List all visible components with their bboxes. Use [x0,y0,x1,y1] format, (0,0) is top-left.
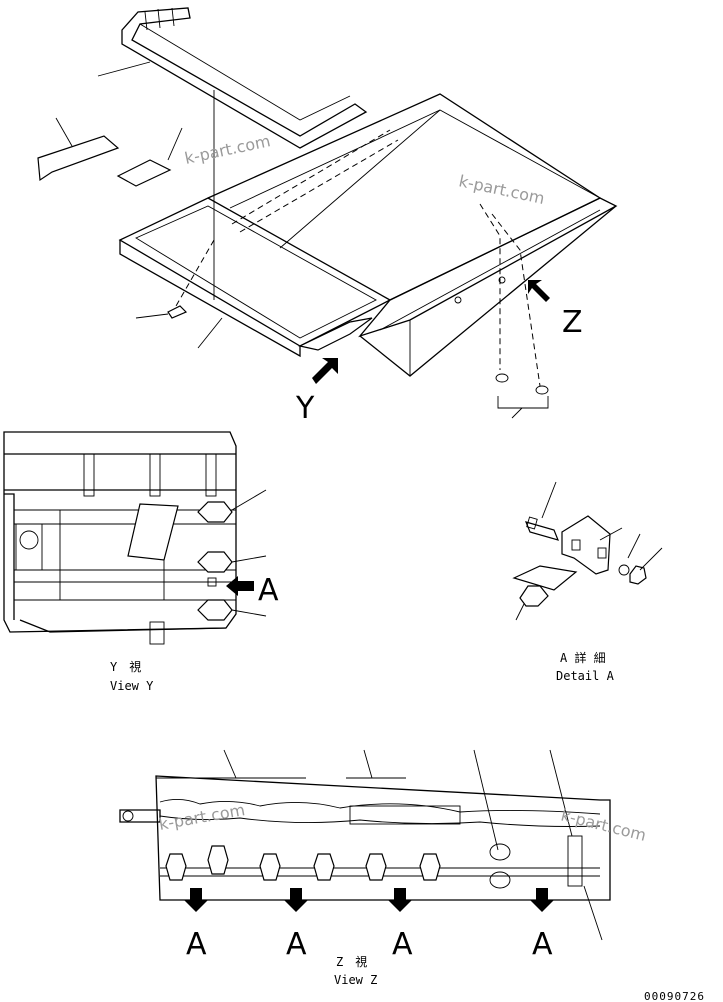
view-z-slots [165,835,583,889]
detail-a-marker-y: A [258,573,279,608]
view-y-caption-jp: Y 視 [110,659,141,674]
detail-a-marker-z2: A [286,927,307,962]
isometric-assembly: Y Z k-part.com k-part.com [37,7,618,426]
detail-a-marker-z3: A [392,927,413,962]
z-view-marker: Z [562,305,583,340]
y-view-marker: Y [295,391,315,426]
detail-a-caption-jp: A 詳 細 [560,650,606,665]
view-z: A A A A Z 視 View Z k-part.com k-part.com [119,749,648,987]
drawing-code: 00090726 [644,990,705,1002]
view-y-caption-en: View Y [110,679,154,693]
watermark-top-right: k-part.com [457,171,546,208]
view-z-caption-en: View Z [334,973,377,987]
detail-a-caption-en: Detail A [556,669,615,683]
watermark-bottom-left: k-part.com [157,800,246,834]
watermark-bottom-right: k-part.com [559,805,648,845]
detail-a-marker-z1: A [186,927,207,962]
detail-a-marker-z4: A [532,927,553,962]
detail-a: A 詳 細 Detail A [512,481,663,683]
view-y: A Y 視 View Y [3,431,279,693]
watermark-top-left: k-part.com [183,131,272,168]
view-z-caption-jp: Z 視 [336,954,367,969]
